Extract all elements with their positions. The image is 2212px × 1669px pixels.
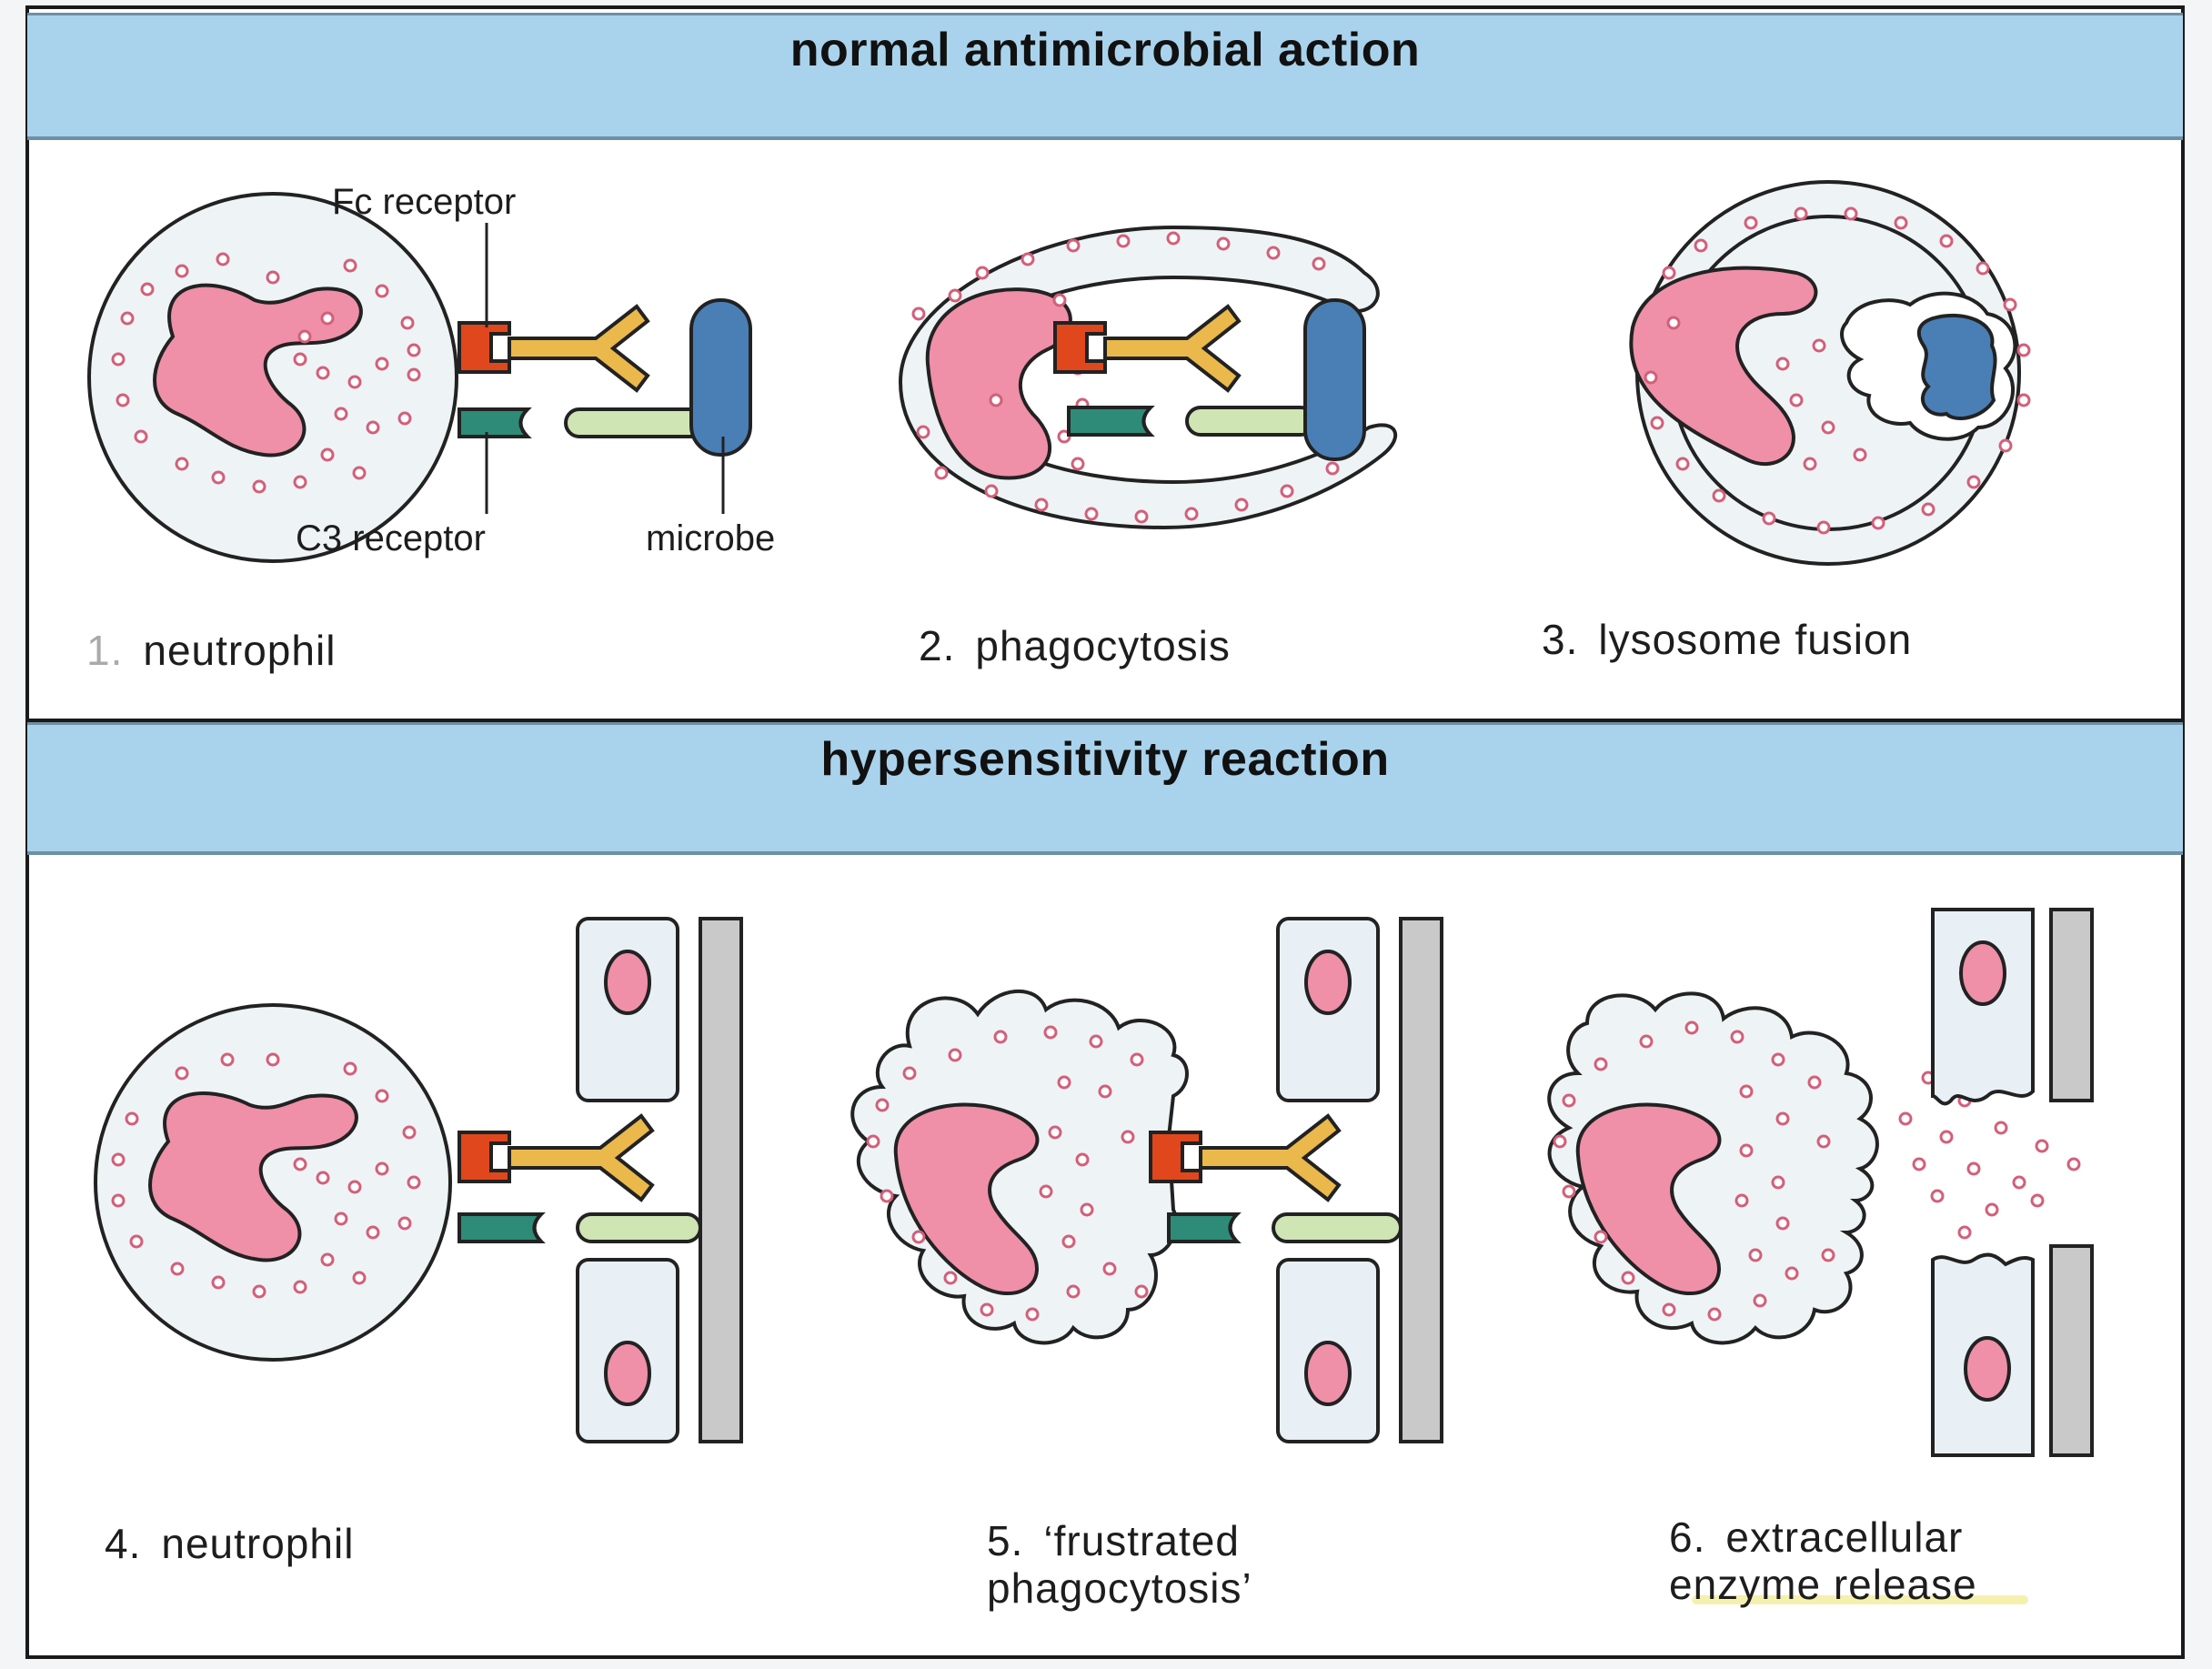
caption-stage-3: 3. lysosome fusion bbox=[1542, 615, 1912, 664]
endothelial-nucleus bbox=[1304, 950, 1352, 1015]
header-normal-title: normal antimicrobial action bbox=[789, 24, 1421, 76]
basement-membrane-top bbox=[2049, 908, 2094, 1102]
fc-receptor bbox=[1053, 321, 1107, 374]
endothelial-nucleus bbox=[604, 1341, 651, 1406]
complement bbox=[1185, 406, 1316, 437]
nucleus bbox=[153, 283, 363, 457]
caption-stage-2: 2. phagocytosis bbox=[919, 621, 1231, 670]
fc-receptor bbox=[457, 1131, 511, 1183]
endothelial-nucleus bbox=[604, 950, 651, 1015]
c3-receptor bbox=[457, 407, 532, 438]
fc-receptor bbox=[1149, 1131, 1202, 1183]
caption-number: 2. bbox=[919, 622, 956, 669]
nucleus bbox=[1575, 1102, 1722, 1296]
caption-number: 6. bbox=[1669, 1513, 1706, 1561]
complement bbox=[1272, 1212, 1403, 1243]
highlighter-mark bbox=[1692, 1595, 2028, 1604]
caption-label-line2: enzyme release bbox=[1669, 1561, 1977, 1608]
caption-label-line1: ‘frustrated bbox=[1043, 1517, 1240, 1564]
microbe-1 bbox=[689, 298, 752, 457]
nucleus bbox=[1629, 266, 1818, 466]
header-hypersensitivity-title: hypersensitivity reaction bbox=[820, 733, 1390, 786]
caption-number: 5. bbox=[987, 1517, 1024, 1564]
caption-label: phagocytosis bbox=[975, 622, 1231, 669]
label-microbe: microbe bbox=[646, 518, 776, 558]
stage2-phagocytosis bbox=[898, 225, 1398, 530]
nucleus bbox=[925, 287, 1072, 480]
nucleus bbox=[893, 1102, 1040, 1296]
c3-receptor bbox=[457, 1212, 546, 1243]
stage1-neutrophil bbox=[87, 192, 752, 563]
caption-number: 3. bbox=[1542, 616, 1579, 663]
antibody bbox=[1103, 304, 1242, 393]
complement bbox=[576, 1212, 702, 1243]
endothelial-nucleus bbox=[1959, 940, 2006, 1006]
basement-membrane bbox=[699, 917, 743, 1443]
endothelial-nucleus bbox=[1304, 1341, 1352, 1406]
nucleus bbox=[148, 1091, 358, 1262]
stage3-lysosome-fusion bbox=[1629, 180, 2031, 566]
stage6-enzyme-release bbox=[1547, 908, 2094, 1457]
neutrophil-cell bbox=[87, 192, 458, 563]
label-fc-receptor: Fc receptor bbox=[332, 182, 517, 222]
endothelial-nucleus bbox=[1964, 1336, 2011, 1402]
header-normal-antimicrobial: normal antimicrobial action bbox=[27, 13, 2183, 140]
caption-label-line1: extracellular bbox=[1725, 1513, 1964, 1561]
caption-stage-1: 1. neutrophil bbox=[86, 626, 336, 675]
stage4-neutrophil bbox=[94, 917, 743, 1443]
panel-divider bbox=[27, 719, 2183, 722]
caption-label-line2: phagocytosis’ bbox=[987, 1564, 1252, 1612]
damaged-endothelial-cell-top bbox=[1931, 908, 2035, 1106]
antibody bbox=[508, 1113, 655, 1202]
caption-number: 4. bbox=[105, 1520, 142, 1567]
fc-receptor bbox=[457, 321, 511, 374]
caption-label: lysosome fusion bbox=[1598, 616, 1913, 663]
digested-microbe bbox=[1916, 313, 1997, 420]
spread-neutrophil bbox=[850, 989, 1189, 1345]
caption-stage-5: 5. ‘frustrated phagocytosis’ bbox=[987, 1517, 1252, 1612]
complement bbox=[564, 407, 709, 438]
caption-label: neutrophil bbox=[161, 1520, 355, 1567]
caption-stage-6: 6. extracellular enzyme release bbox=[1669, 1513, 1977, 1608]
label-c3-receptor: C3 receptor bbox=[296, 518, 486, 558]
antibody bbox=[508, 304, 650, 393]
caption-stage-4: 4. neutrophil bbox=[105, 1519, 354, 1568]
basement-membrane bbox=[1399, 917, 1443, 1443]
neutrophil-cell bbox=[94, 1003, 452, 1362]
c3-receptor bbox=[1067, 406, 1155, 437]
antibody bbox=[1199, 1113, 1342, 1202]
stage5-frustrated-phagocytosis bbox=[850, 917, 1443, 1443]
microbe-2 bbox=[1303, 298, 1366, 461]
basement-membrane-bottom bbox=[2049, 1244, 2094, 1457]
c3-receptor bbox=[1167, 1212, 1242, 1243]
header-hypersensitivity: hypersensitivity reaction bbox=[27, 722, 2183, 855]
caption-label: neutrophil bbox=[143, 627, 337, 674]
caption-number: 1. bbox=[86, 627, 124, 674]
